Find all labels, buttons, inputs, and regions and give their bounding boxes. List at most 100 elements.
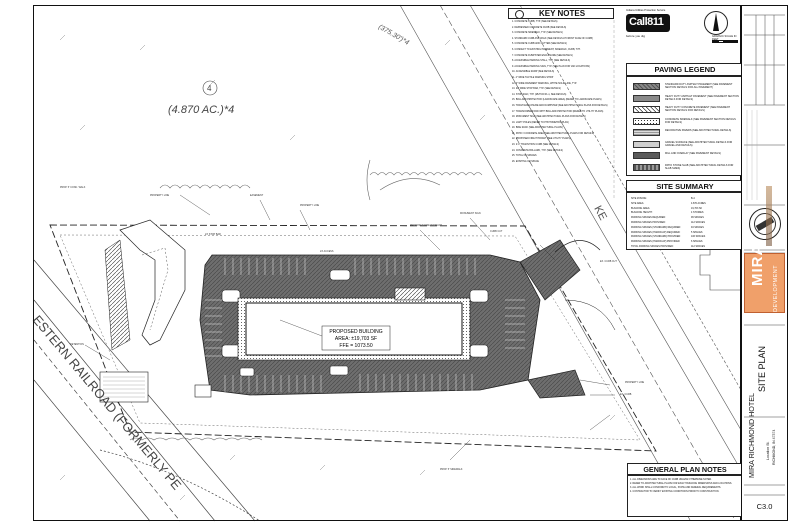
plan-annotations: PROP. 5' CONC. WALK PROPERTY LINE EASEME… <box>60 186 644 471</box>
site-summary-label: PARKING SPACES REQUIRED: <box>631 216 666 220</box>
north-arrow-icon <box>704 11 728 35</box>
key-note-item: 21. PATIO / CONCRETE AREA (SEE ARCHITECT… <box>512 132 594 135</box>
site-summary-row: PARKING SPACES PROVIDED:112 SPACES <box>631 221 741 225</box>
paving-legend-text: STANDARD DUTY ASPHALT PAVEMENT (SEE PAVE… <box>665 83 733 89</box>
site-summary-row: PARKING SPACES (STANDARD) REQUIRED:94 SP… <box>631 226 741 230</box>
project-address-line-1: Location St. <box>766 441 770 460</box>
leader-lines <box>84 194 615 461</box>
key-note-circle-icon <box>515 10 524 19</box>
key-note-item: 7. CONCRETE DUMPSTER ENCLOSURE (SEE DETA… <box>512 54 573 57</box>
general-plan-note: 1. ALL DIMENSIONS ARE TO FACE OF CURB UN… <box>630 479 712 481</box>
parking-stalls <box>205 258 525 392</box>
lot-number: 4 <box>207 84 212 93</box>
sheet-title: SITE PLAN <box>757 345 767 392</box>
paving-swatch <box>633 140 660 148</box>
site-summary-label: PARKING SPACES (HANDICAP) REQUIRED: <box>631 230 681 234</box>
lot-area-label: (4.870 AC.)*4 <box>168 104 234 116</box>
title-block-grid <box>743 14 785 495</box>
site-summary-title: SITE SUMMARY <box>626 180 744 192</box>
site-summary-label: SITE AREA: <box>631 201 645 205</box>
key-note-item: 26. EXISTING OR SPACE <box>512 160 539 163</box>
key-notes-title: KEY NOTES <box>539 9 586 18</box>
svg-text:PROPERTY LINE: PROPERTY LINE <box>300 204 319 207</box>
svg-text:MONUMENT SIGN: MONUMENT SIGN <box>460 212 481 215</box>
site-summary-label: PARKING SPACES PROVIDED: <box>631 221 666 224</box>
site-summary-value: 6 SPACES <box>691 240 703 244</box>
building-title: PROPOSED BUILDING <box>329 329 382 335</box>
site-summary-value: 19,703 SF <box>691 206 703 210</box>
paving-legend-text: HEAVY DUTY CONCRETE PAVEMENT (SEE PAVEME… <box>665 106 731 112</box>
entry-canopy <box>394 287 426 301</box>
project-address-line-2: RICHMOND, IN 47374 <box>772 429 776 465</box>
svg-text:PROPERTY LINE: PROPERTY LINE <box>150 194 169 197</box>
key-note-item: 22. PROPOSED FIRE HYDRANT (SEE UTILITY P… <box>512 138 571 141</box>
key-note-item: 2. DEPRESSED CONCRETE CURB (SEE DETAILS) <box>512 26 567 29</box>
key-note-item: 20. BIKE RACK (SEE ARCHITECTURAL PLANS) <box>512 127 563 130</box>
key-notes-list: 1. CONCRETE CURB, TYP. (SEE DETAILS) 2. D… <box>512 20 612 192</box>
site-summary-label: BUILDING AREA: <box>631 206 650 210</box>
svg-text:EASEMENT: EASEMENT <box>250 194 264 197</box>
call-811-subtext: before you dig <box>626 34 646 38</box>
site-summary-label: BUILDING HEIGHT: <box>631 211 653 215</box>
site-summary-value: 5 SPACES <box>691 230 703 234</box>
engineer-seal-icon <box>749 208 781 240</box>
mira-logo-text: MIRA <box>749 243 766 286</box>
paving-swatch <box>633 83 660 90</box>
site-summary-label: SITE ZONING: <box>631 197 647 200</box>
paving-swatch <box>633 106 660 113</box>
key-note-item: 12. 4" WIDE PAVEMENT MARKING, WHITE SOLI… <box>512 82 577 85</box>
key-notes-header: KEY NOTES <box>508 8 614 19</box>
building-label-box <box>321 325 391 351</box>
rear-drive <box>527 369 586 399</box>
key-note-item: 19. LIGHT POLES (REFER TO PHOTOMETRIC PL… <box>512 121 569 124</box>
svg-text:PROP. 5' CONC. WALK: PROP. 5' CONC. WALK <box>60 186 86 189</box>
paving-legend-text: MILL AND OVERLAY (SEE PAVEMENT DETAILS) <box>665 152 721 155</box>
paving-legend-text: CONCRETE SIDEWALK (SEE PAVEMENT SECTION … <box>665 117 736 124</box>
call-811-logo: Call811 <box>626 14 670 32</box>
paving-swatch <box>633 163 660 171</box>
tree-lines <box>129 159 483 441</box>
paving-swatch <box>633 94 660 102</box>
key-note-item: 8. ACCESSIBLE PARKING STALL, TYP. (SEE D… <box>512 60 570 63</box>
general-plan-note: 3. ALL WORK SHALL CONFORM TO LOCAL, STAT… <box>630 487 722 489</box>
site-summary-row: BUILDING HEIGHT:4 STORIES <box>631 211 741 215</box>
building-area: AREA: ±19,703 SF <box>335 336 377 342</box>
paving-swatch <box>633 129 660 136</box>
key-note-item: 9. ACCESSIBLE PARKING SIGN, TYP. (SEE PL… <box>512 65 590 68</box>
graphic-scale-label: GRAPHIC SCALE IN FEET <box>712 35 737 41</box>
paving-legend-row: STANDARD DUTY ASPHALT PAVEMENT (SEE PAVE… <box>633 83 741 92</box>
paving-swatch <box>633 117 660 125</box>
general-plan-note: 2. REFER TO ARCHITECTURAL PLANS FOR EXAC… <box>630 483 733 485</box>
site-summary-row: SITE ZONING: B-4 <box>631 197 741 201</box>
svg-text:EX. CURB: EX. CURB <box>620 393 632 396</box>
svg-text:PROPERTY LINE: PROPERTY LINE <box>625 381 644 384</box>
key-note-item: 13. 24" WIDE STOP BAR, TYP. (SEE DETAILS… <box>512 88 561 91</box>
site-summary-label: TOTAL PARKING SPACES PROVIDED: <box>631 245 674 248</box>
key-note-item: 14. STOP SIGN, TYP. (MUTCD R1-1, SEE DET… <box>512 93 567 96</box>
key-note-item: 5. CONCRETE CURB AND GUTTER (SEE DETAILS… <box>512 43 567 46</box>
paving-legend-row: PATIO STONE SLAB (SEE ARCHITECTURAL DETA… <box>633 163 741 173</box>
site-summary-row: PARKING SPACES (HANDICAP) PROVIDED:6 SPA… <box>631 240 741 244</box>
key-note-item: 3. CONCRETE SIDEWALK, TYP. (SEE DETAILS) <box>512 32 563 35</box>
site-summary-label: PARKING SPACES (STANDARD) PROVIDED: <box>631 235 681 239</box>
building-ffe: FFE = 1073.50 <box>339 343 372 349</box>
paving-legend-text: GRAVEL SURFACE (SEE ARCHITECTURAL DETAIL… <box>665 140 733 147</box>
key-note-item: 1. CONCRETE CURB, TYP. (SEE DETAILS) <box>512 21 558 23</box>
site-summary-value: B-4 <box>691 197 695 200</box>
svg-text:CURB CUT: CURB CUT <box>490 230 503 233</box>
trash-enclosure <box>194 384 212 398</box>
utility-service-label: Indiana Utilities Protection Service <box>626 9 666 12</box>
site-summary-row: TOTAL PARKING SPACES PROVIDED:112 SPACES <box>631 245 741 249</box>
key-note-item: 25. TOTAL OF SPACES <box>512 155 537 158</box>
site-summary-row: SITE AREA:4.870 ACRES <box>631 202 741 206</box>
paving-legend-row: CONCRETE SIDEWALK (SEE PAVEMENT SECTION … <box>633 117 741 127</box>
paving-legend-row: DECORATIVE PAVERS (SEE ARCHITECTURAL DET… <box>633 129 741 138</box>
svg-text:DETENTION: DETENTION <box>70 343 84 346</box>
paving-legend-row: GRAVEL SURFACE (SEE ARCHITECTURAL DETAIL… <box>633 140 741 150</box>
key-note-item: 23. 2'-0" TRANSITION CURB (SEE DETAILS) <box>512 144 559 147</box>
paving-swatch <box>633 152 660 159</box>
key-note-item: 18. MONUMENT SIGN (SEE ARCHITECTURAL PLA… <box>512 116 586 119</box>
svg-text:EX. CURB CUT: EX. CURB CUT <box>600 260 617 263</box>
